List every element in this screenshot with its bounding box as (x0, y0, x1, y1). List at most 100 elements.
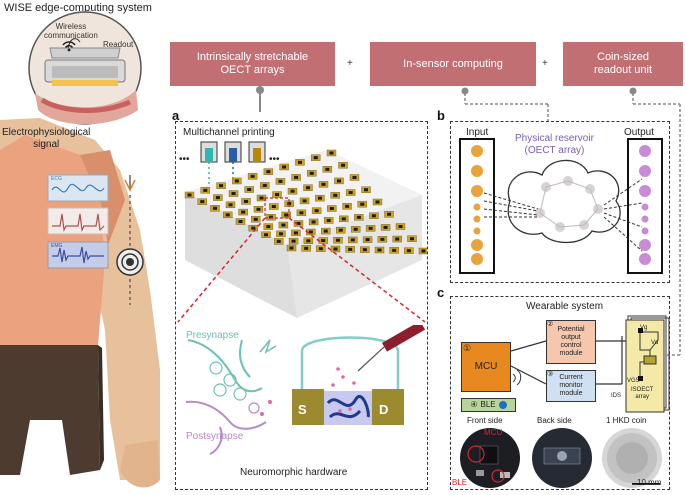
wireless-label: Wireless communication (44, 22, 98, 40)
oect-pad (200, 187, 210, 194)
input-node (473, 227, 481, 235)
output-node (639, 239, 651, 251)
input-node (471, 239, 483, 251)
output-node (639, 145, 651, 157)
oect-pad (293, 220, 304, 227)
oect-pad (389, 247, 399, 254)
oect-pad (275, 178, 286, 185)
reservoir-illustration (459, 138, 663, 274)
input-node (471, 185, 483, 197)
ble-label: BLE (480, 400, 496, 409)
isoect-array-label: ISOECT array (631, 387, 654, 400)
oect-pad (418, 247, 427, 255)
oect-pad (299, 197, 310, 205)
oect-pad (318, 181, 329, 188)
panel-c-letter: c (437, 285, 445, 300)
oect-pad (360, 246, 370, 253)
oect-pad (301, 245, 311, 252)
oect-pad (228, 190, 239, 197)
oect-pad (279, 163, 289, 171)
svg-text:•••: ••• (269, 154, 280, 165)
vgs-label: VGS (627, 378, 640, 384)
circuit-wiring (510, 315, 670, 413)
oect-pad (253, 206, 264, 213)
panel-a-title: Multichannel printing (183, 127, 275, 138)
oect-pad (330, 192, 340, 199)
oect-pad (384, 211, 394, 218)
electrophysiological-signal-label: Electrophysiological signal (2, 127, 91, 150)
mcu-label: MCU (474, 361, 498, 372)
system-title: WISE edge-computing system (4, 2, 152, 14)
wifi-icon (62, 41, 76, 52)
synapse-illustration (185, 339, 277, 455)
header-box-in-sensor-computing: In-sensor computing (370, 42, 536, 86)
oect-pad (260, 182, 270, 189)
neuromorphic-hardware-caption: Neuromorphic hardware (240, 467, 348, 478)
oect-pad (216, 182, 226, 189)
panel-b-frame (450, 121, 670, 283)
wearable-system-title: Wearable system (526, 301, 604, 312)
oect-pad (311, 207, 322, 214)
front-side-label: Front side (467, 416, 503, 425)
oect-pad (321, 227, 331, 235)
plus-sign-2: + (542, 58, 548, 69)
oect-pad (288, 237, 299, 245)
oect-pad (395, 223, 406, 230)
oect-pad (334, 177, 344, 185)
scale-bar-label: 10 mm (637, 478, 662, 487)
oect-pad (404, 247, 414, 254)
input-node (471, 145, 483, 157)
physical-reservoir-label: Physical reservoir (OECT array) (515, 133, 594, 156)
oect-pad (286, 244, 297, 252)
oect-pad (342, 203, 352, 210)
oect-pad (274, 238, 284, 245)
oect-pad (296, 209, 307, 217)
oect-array-illustration: ••• ••• (179, 141, 427, 318)
person-illustration (0, 11, 160, 488)
oect-pad (244, 186, 254, 193)
oect-device-illustration (292, 325, 426, 435)
oect-pad (407, 235, 417, 242)
oect-pad (197, 198, 207, 205)
potential-number: ② (547, 321, 554, 328)
potential-output-module: Potential output control module (546, 320, 596, 364)
source-label: S (298, 402, 307, 417)
potential-output-label: Potential output control module (557, 326, 585, 357)
vd-label: Vd (651, 340, 659, 346)
oect-pad (326, 149, 337, 157)
current-monitor-module: Current monitor module (546, 370, 596, 402)
oect-pad (338, 162, 348, 169)
oect-pad (261, 231, 271, 238)
oect-pad (232, 177, 242, 185)
coin-label: 1 HKD coin (606, 416, 647, 425)
bluetooth-icon (498, 401, 507, 409)
oect-pad (213, 194, 223, 201)
mcu-photo-tag: MCU (484, 428, 503, 437)
input-node (471, 253, 483, 265)
oect-pad (251, 216, 261, 223)
output-node (639, 253, 651, 265)
output-node (639, 165, 651, 177)
oect-pad (276, 230, 286, 238)
emg-card-label: EMG (51, 243, 63, 249)
oect-pad (303, 184, 313, 191)
oect-pad (223, 211, 233, 219)
oect-pad (295, 159, 305, 166)
oect-pad (322, 166, 333, 173)
oect-pad (357, 200, 367, 208)
input-label: Input (466, 127, 489, 138)
output-node (641, 227, 649, 235)
output-node (641, 215, 649, 223)
oect-pad (380, 224, 391, 231)
mcu-number: ① (463, 343, 472, 353)
oect-pad (315, 194, 325, 202)
oect-pad (247, 173, 258, 180)
header-box-stretchable-oect: Intrinsically stretchable OECT arrays (170, 42, 335, 86)
output-label: Output (624, 127, 655, 138)
back-side-label: Back side (537, 416, 572, 425)
oect-pad (362, 236, 373, 243)
oect-pad (291, 174, 301, 181)
postsynapse-label: Postsynapse (186, 431, 244, 442)
